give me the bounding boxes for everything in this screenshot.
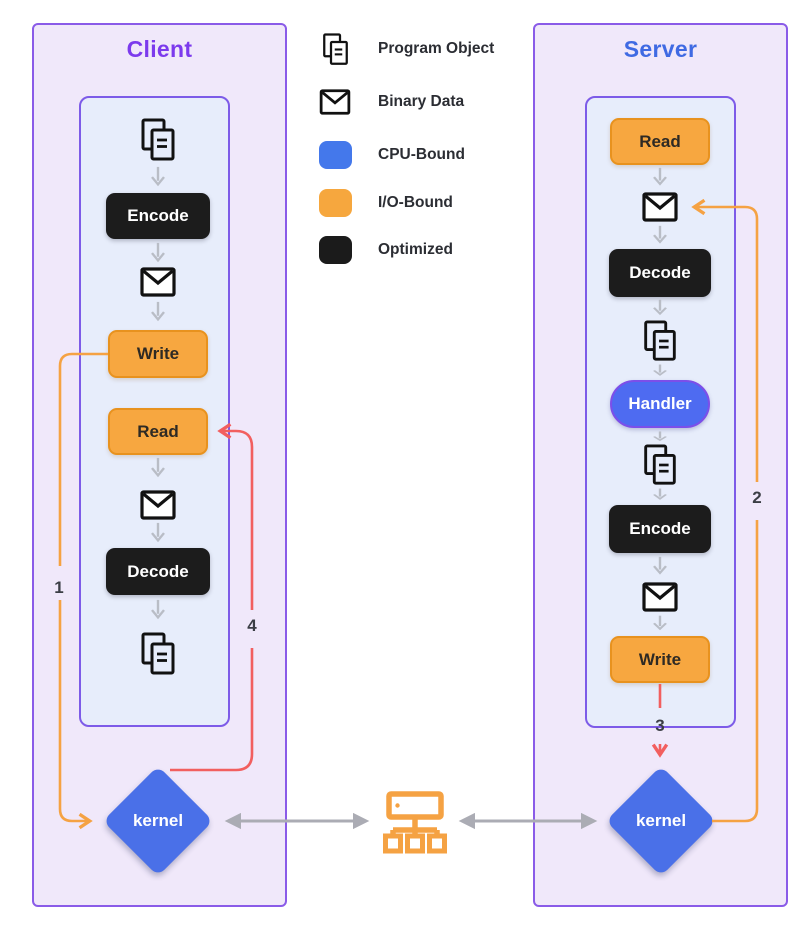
network-switch-icon <box>380 789 450 862</box>
client-encode-node: Encode <box>106 193 210 239</box>
program-object-icon <box>140 632 176 681</box>
legend-item-binary-data: Binary Data <box>318 86 464 118</box>
binary-data-icon <box>140 490 176 525</box>
program-object-icon <box>642 320 678 367</box>
legend-label: I/O-Bound <box>378 194 453 211</box>
optimized-swatch-icon <box>318 236 352 264</box>
binary-data-icon <box>140 267 176 302</box>
step-label-2: 2 <box>752 488 762 507</box>
legend-item-optimized: Optimized <box>318 234 453 266</box>
server-handler-label: Handler <box>628 394 692 413</box>
program-object-icon <box>642 444 678 491</box>
binary-data-icon <box>642 582 678 617</box>
client-decode-node: Decode <box>106 548 210 595</box>
legend-label: CPU-Bound <box>378 146 465 163</box>
cpu-bound-swatch-icon <box>318 141 352 169</box>
server-encode-node: Encode <box>609 505 711 553</box>
server-decode-node: Decode <box>609 249 711 297</box>
legend-item-cpu-bound: CPU-Bound <box>318 139 465 171</box>
binary-data-icon <box>642 192 678 227</box>
server-write-label: Write <box>638 649 682 669</box>
step-label-4: 4 <box>247 616 257 635</box>
client-read-label: Read <box>137 421 179 441</box>
client-kernel-label: kernel <box>132 811 184 830</box>
server-kernel-label: kernel <box>635 811 687 830</box>
server-write-node: Write <box>610 636 710 683</box>
legend-label: Binary Data <box>378 93 465 110</box>
server-encode-label: Encode <box>629 519 691 538</box>
client-write-label: Write <box>136 344 180 363</box>
client-title: Client <box>126 36 193 62</box>
client-decode-label: Decode <box>127 561 189 581</box>
step-label-3: 3 <box>655 716 665 735</box>
legend-item-io-bound: I/O-Bound <box>318 187 453 219</box>
server-title: Server <box>623 36 698 62</box>
legend-label: Program Object <box>378 40 495 57</box>
client-write-node: Write <box>108 330 208 378</box>
server-read-node: Read <box>610 118 710 165</box>
server-handler-node: Handler <box>610 380 710 428</box>
legend-label: Optimized <box>378 241 453 258</box>
binary-data-icon <box>318 89 352 115</box>
step-label-1: 1 <box>54 578 64 597</box>
server-read-label: Read <box>639 131 681 151</box>
io-bound-swatch-icon <box>318 189 352 217</box>
program-object-icon <box>140 118 176 167</box>
client-encode-label: Encode <box>127 206 189 225</box>
server-decode-label: Decode <box>629 263 691 282</box>
legend-item-program-object: Program Object <box>318 32 495 66</box>
program-object-icon <box>318 32 352 66</box>
client-read-node: Read <box>108 408 208 455</box>
